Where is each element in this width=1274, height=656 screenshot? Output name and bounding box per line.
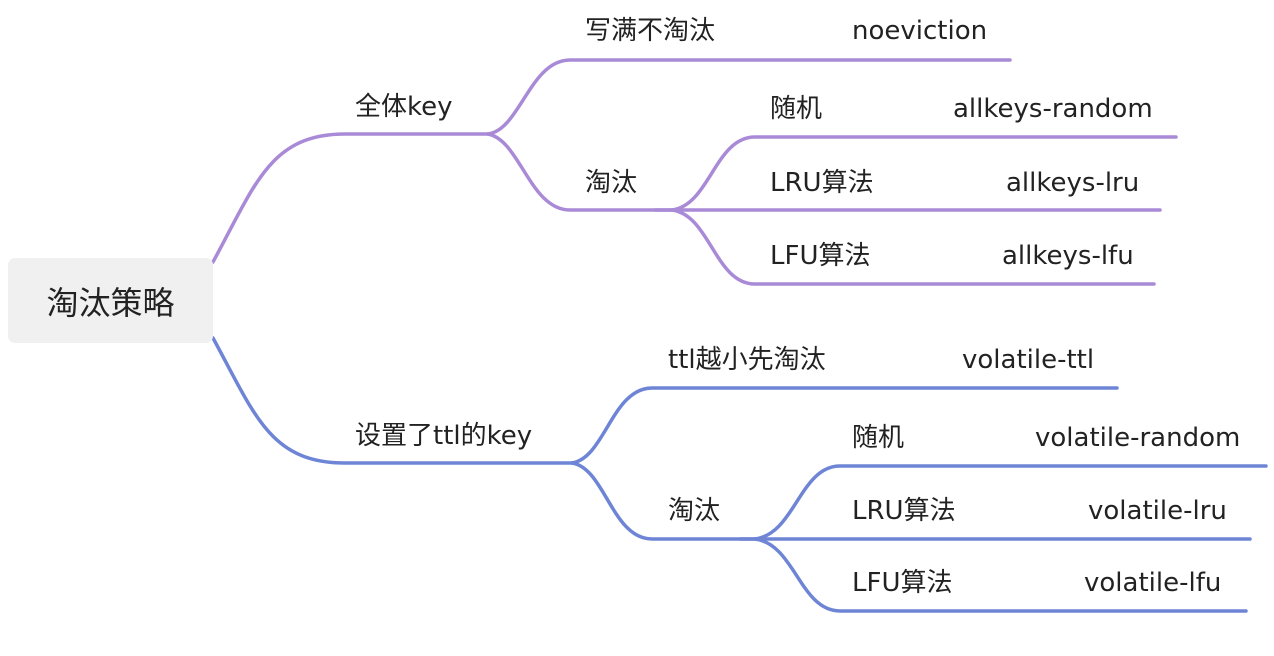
connector-ttl-keys-to-volatile-ttl [570,386,1119,465]
node-ttl-keys-evict[interactable]: 淘汰 [668,496,721,526]
node-ttl-smaller-first[interactable]: ttl越小先淘汰 [668,345,826,375]
connector-root-to-ttl-keys [211,336,574,465]
connector-all-keys-to-noeviction [486,58,1012,136]
node-all-keys-lru[interactable]: LRU算法 [770,168,874,198]
policy-volatile-random[interactable]: volatile-random [1035,423,1241,453]
policy-volatile-lfu[interactable]: volatile-lfu [1084,568,1222,598]
connector-evict-to-allkeys-random [670,135,1178,212]
root-node[interactable] [8,258,213,343]
node-all-keys-evict[interactable]: 淘汰 [585,168,638,198]
node-all-keys-lfu[interactable]: LFU算法 [770,241,871,271]
node-ttl-keys[interactable]: 设置了ttl的key [355,421,533,451]
node-ttl-keys-random[interactable]: 随机 [852,423,905,453]
connector-ttl-keys-to-evict [570,461,757,541]
connector-evict-to-volatile-lfu [753,537,1248,613]
connector-evict-to-allkeys-lfu [670,208,1156,286]
policy-volatile-ttl[interactable]: volatile-ttl [962,345,1095,375]
policy-allkeys-lfu[interactable]: allkeys-lfu [1002,241,1134,271]
policy-volatile-lru[interactable]: volatile-lru [1088,496,1227,526]
node-all-keys-random[interactable]: 随机 [770,94,823,124]
connector-evict-to-volatile-random [753,464,1268,541]
node-all-keys[interactable]: 全体key [355,92,453,122]
node-ttl-keys-lfu[interactable]: LFU算法 [852,568,953,598]
policy-allkeys-random[interactable]: allkeys-random [953,94,1153,124]
node-ttl-keys-lru[interactable]: LRU算法 [852,496,956,526]
node-no-evict[interactable]: 写满不淘汰 [585,16,716,46]
policy-allkeys-lru[interactable]: allkeys-lru [1006,168,1140,198]
connector-root-to-all-keys [211,132,490,264]
policy-noeviction[interactable]: noeviction [852,16,988,46]
connector-all-keys-to-evict [486,132,674,212]
root-node-label: 淘汰策略 [46,283,175,322]
